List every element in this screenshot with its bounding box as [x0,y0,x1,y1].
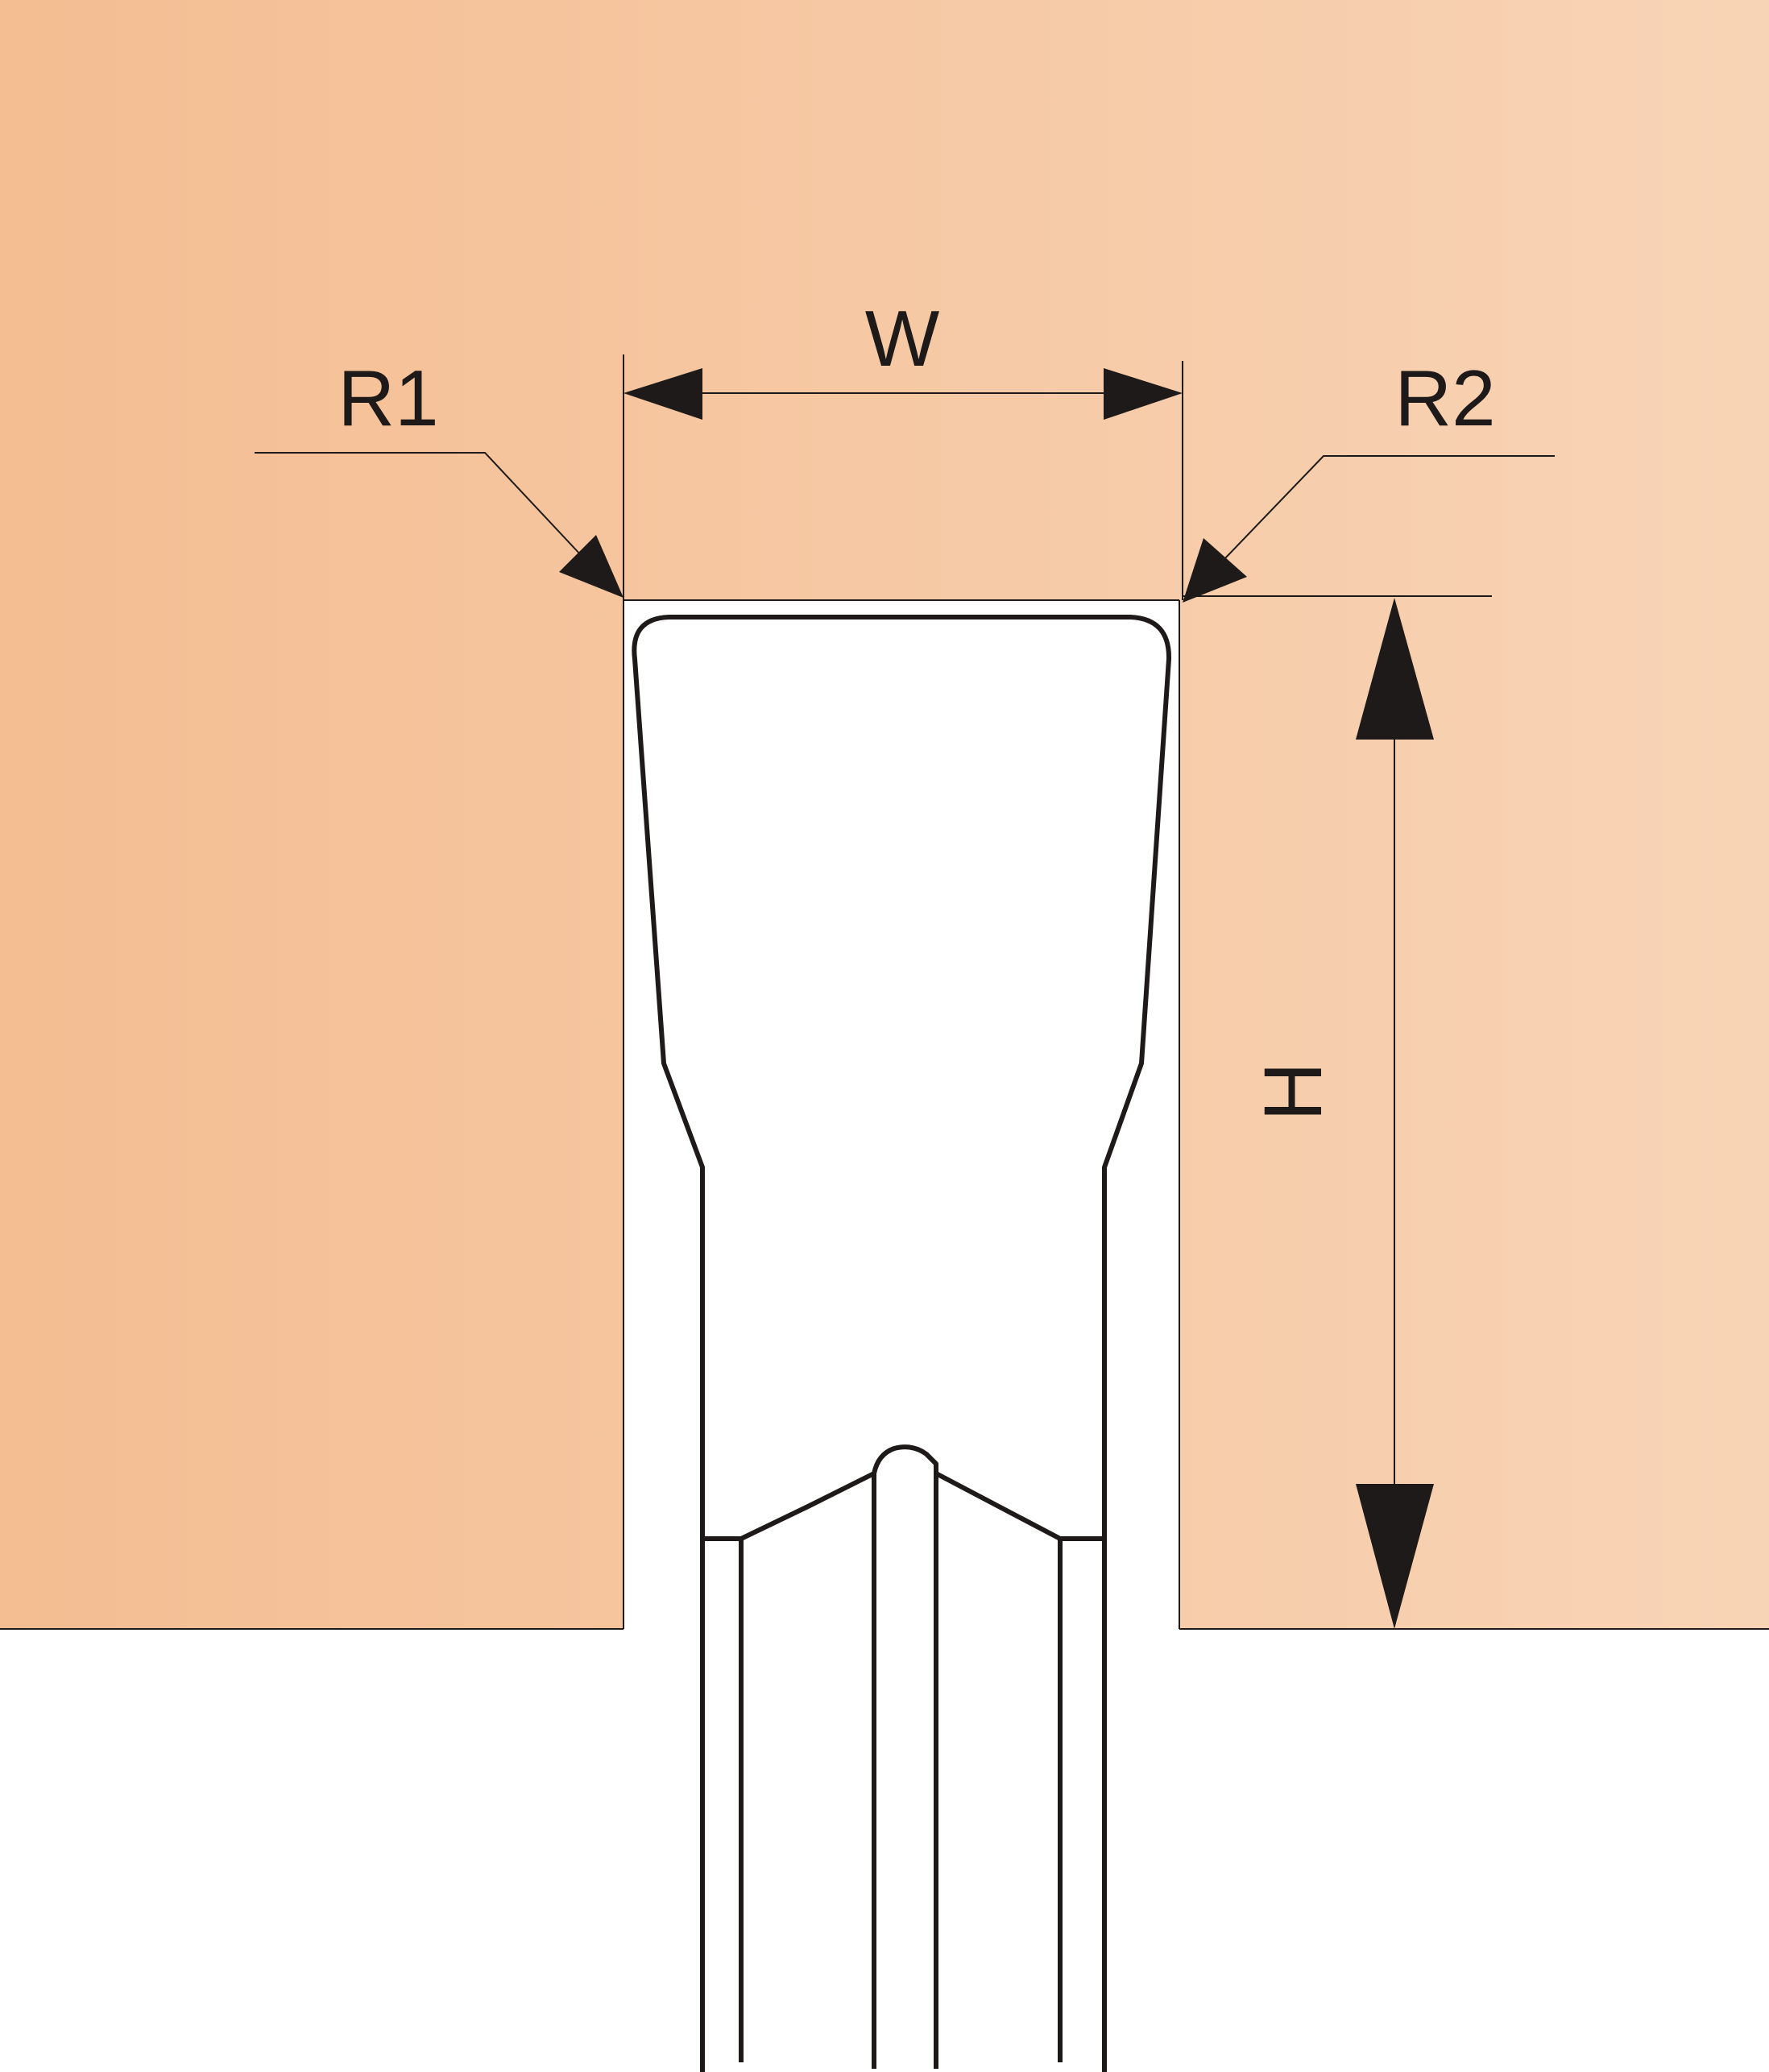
w-arrow-left-icon [624,368,702,420]
r2-arrow-icon [1183,538,1247,603]
height-dimension: H [1183,595,1492,1629]
w-arrow-right-icon [1104,368,1183,420]
h-arrow-up-icon [1356,598,1434,740]
r1-label: R1 [338,354,438,442]
r2-label: R2 [1394,354,1495,442]
material-block [0,0,1769,1629]
h-arrow-down-icon [1356,1484,1434,1629]
r2-leader: R2 [1183,354,1555,603]
groove-outline [0,599,1769,1630]
width-label: W [865,294,940,383]
width-dimension: W [623,294,1183,600]
r1-arrow-icon [559,535,624,598]
tool-profile [632,615,1172,2072]
height-label: H [1247,1062,1339,1121]
r1-leader: R1 [255,354,624,598]
